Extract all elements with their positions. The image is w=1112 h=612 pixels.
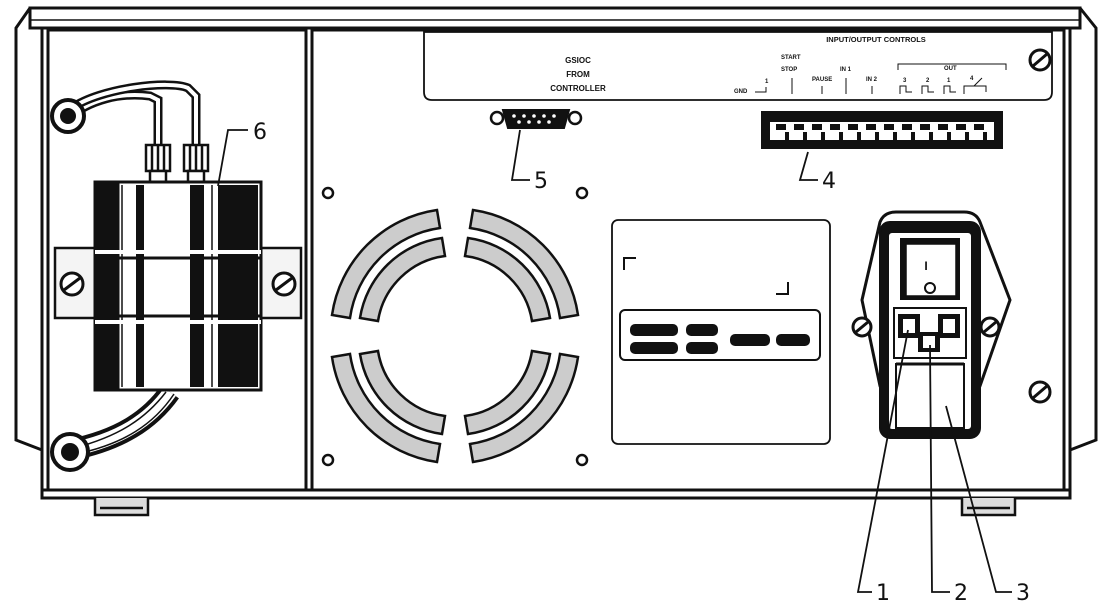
gsioc-label: GSIOC FROM CONTROLLER [550,56,606,93]
callout-leaders [217,129,1012,593]
tube-fittings [144,143,210,185]
fan-mount-holes [321,186,589,467]
io-in2-label: IN 2 [866,77,878,83]
rubber-feet [93,498,1017,517]
io-out-label: OUT [944,66,957,72]
serial-plate [611,219,831,445]
io-stop-label: STOP [781,67,797,73]
io-out3-label: 3 [903,78,907,84]
gsioc-connector [489,109,583,129]
power-entry-module [851,210,1012,439]
callout-6: 6 [253,120,267,145]
io-controls-title: INPUT/OUTPUT CONTROLS [826,35,926,44]
io-out1-label: 1 [947,78,951,84]
io-out4-label: 4 [970,76,974,82]
panel-screw-top-right [1028,48,1052,72]
gsioc-label-line1: GSIOC [565,56,591,65]
valve-assembly [93,180,263,392]
callout-5: 5 [534,169,548,194]
fan-grille [330,208,580,464]
callout-2: 2 [954,581,968,606]
bracket-screw-right [271,271,297,297]
callout-1: 1 [876,581,890,606]
gsioc-label-line3: CONTROLLER [550,84,606,93]
terminal-strip [761,111,1003,149]
main-panel [310,28,1066,492]
tube-grommet-bottom [50,432,90,472]
tube-grommet-top [50,98,86,134]
gsioc-label-line2: FROM [566,70,590,79]
callout-4: 4 [822,169,836,194]
callout-3: 3 [1016,581,1030,606]
io-ground-1-label: 1 [765,79,769,85]
io-gnd-label: GND [734,89,748,95]
io-pause-label: PAUSE [812,77,832,83]
io-controls-labels: INPUT/OUTPUT CONTROLS START STOP PAUSE I… [734,35,1007,95]
io-in1-label: IN 1 [840,67,852,73]
panel-screw-bottom-right [1028,380,1052,404]
power-switch-mark: I [924,259,927,273]
bracket-screw-left [59,271,85,297]
io-start-label: START [781,55,801,61]
io-out2-label: 2 [926,78,930,84]
instrument-housing [14,6,1098,500]
